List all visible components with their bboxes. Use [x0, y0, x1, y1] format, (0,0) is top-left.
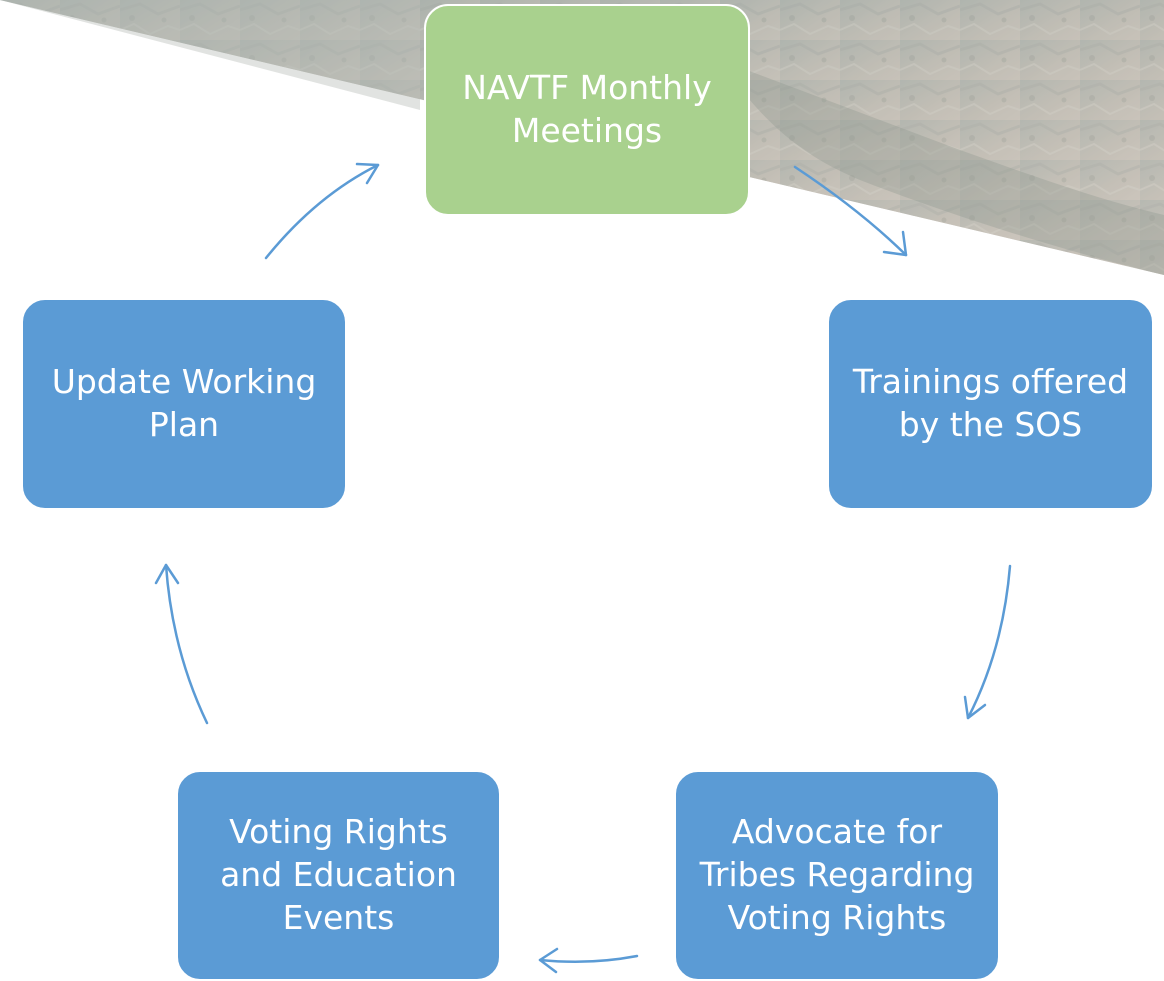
cycle-node-trainings-offered: Trainings offered by the SOS	[827, 298, 1154, 510]
node-label-line: Update Working	[51, 362, 317, 402]
node-label-line: Voting Rights	[229, 812, 448, 852]
node-label-line: NAVTF Monthly	[462, 68, 712, 108]
node-label-line: Plan	[148, 405, 220, 444]
node-label-line: Voting Rights	[727, 897, 947, 937]
node-label-line: Meetings	[511, 111, 663, 150]
node-label-line: by the SOS	[898, 405, 1083, 444]
node-label-line: Events	[282, 897, 395, 937]
node-label-line: Advocate for	[731, 812, 943, 852]
cycle-node-advocate-for-tribes: Advocate for Tribes Regarding Voting Rig…	[674, 770, 1000, 981]
node-label-line: Trainings offered	[852, 362, 1129, 402]
cycle-node-voting-rights-events: Voting Rights and Education Events	[176, 770, 501, 981]
node-label-line: Tribes Regarding	[699, 855, 975, 895]
cycle-node-navtf-monthly-meetings: NAVTF Monthly Meetings	[424, 4, 750, 216]
cycle-node-update-working-plan: Update Working Plan	[21, 298, 347, 510]
node-label-line: and Education	[220, 855, 457, 895]
